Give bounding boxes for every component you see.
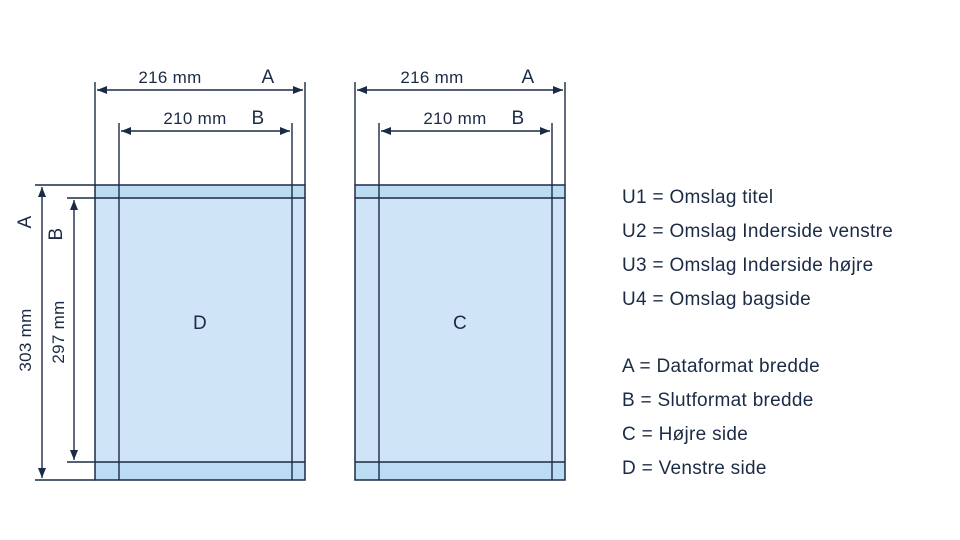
sheet-left-label: D — [193, 313, 207, 334]
legend-item-c: C = Højre side — [622, 424, 749, 445]
legend-cover-parts: U1 = Omslag titel U2 = Omslag Inderside … — [622, 181, 893, 317]
dimension-ref-letter: A — [522, 67, 535, 88]
dimension-value: 210 mm — [423, 109, 486, 128]
dimension-ref-letter: A — [262, 67, 275, 88]
dimension-right-sheet-inner-width: 210 mm B — [381, 108, 550, 135]
legend-item-a: A = Dataformat bredde — [622, 356, 820, 377]
dimension-ref-letter: B — [512, 108, 525, 129]
sheet-left-bleed-area — [95, 185, 305, 480]
dimension-inner-height: 297 mm B — [46, 200, 78, 460]
dimension-value: 297 mm — [49, 300, 68, 363]
dimension-ref-letter: B — [252, 108, 265, 129]
sheet-right-outline — [354, 184, 566, 481]
dimension-outer-height: 303 mm A — [15, 184, 95, 481]
sheet-left-top-bleed-strip — [95, 185, 305, 198]
dimension-value: 216 mm — [400, 68, 463, 87]
legend: U1 = Omslag titel U2 = Omslag Inderside … — [622, 181, 893, 486]
sheet-right-label: C — [453, 313, 467, 334]
sheet-right-page: C — [354, 82, 566, 481]
legend-item-b: B = Slutformat bredde — [622, 390, 814, 411]
dimension-value: 216 mm — [138, 68, 201, 87]
dimension-ref-letter: B — [46, 228, 67, 241]
sheet-left-outline — [94, 184, 306, 481]
legend-dimension-defs: A = Dataformat bredde B = Slutformat bre… — [622, 350, 893, 486]
legend-item-u2: U2 = Omslag Inderside venstre — [622, 221, 894, 242]
sheet-right-bleed-area — [355, 185, 565, 480]
dimension-value: 210 mm — [163, 109, 226, 128]
sheet-right-bottom-bleed-strip — [355, 462, 565, 480]
dimension-left-sheet-inner-width: 210 mm B — [121, 108, 290, 135]
sheet-left-page: D — [67, 82, 306, 481]
legend-item-d: D = Venstre side — [622, 458, 767, 479]
legend-item-u3: U3 = Omslag Inderside højre — [622, 255, 874, 276]
legend-item-u1: U1 = Omslag titel — [622, 187, 774, 208]
sheet-right-top-bleed-strip — [355, 185, 565, 198]
legend-item-u4: U4 = Omslag bagside — [622, 289, 811, 310]
dimension-ref-letter: A — [15, 215, 36, 228]
sheet-left-bottom-bleed-strip — [95, 462, 305, 480]
dimension-left-sheet-outer-width: 216 mm A — [97, 67, 303, 94]
dimension-value: 303 mm — [16, 308, 35, 371]
dimension-right-sheet-outer-width: 216 mm A — [357, 67, 563, 94]
